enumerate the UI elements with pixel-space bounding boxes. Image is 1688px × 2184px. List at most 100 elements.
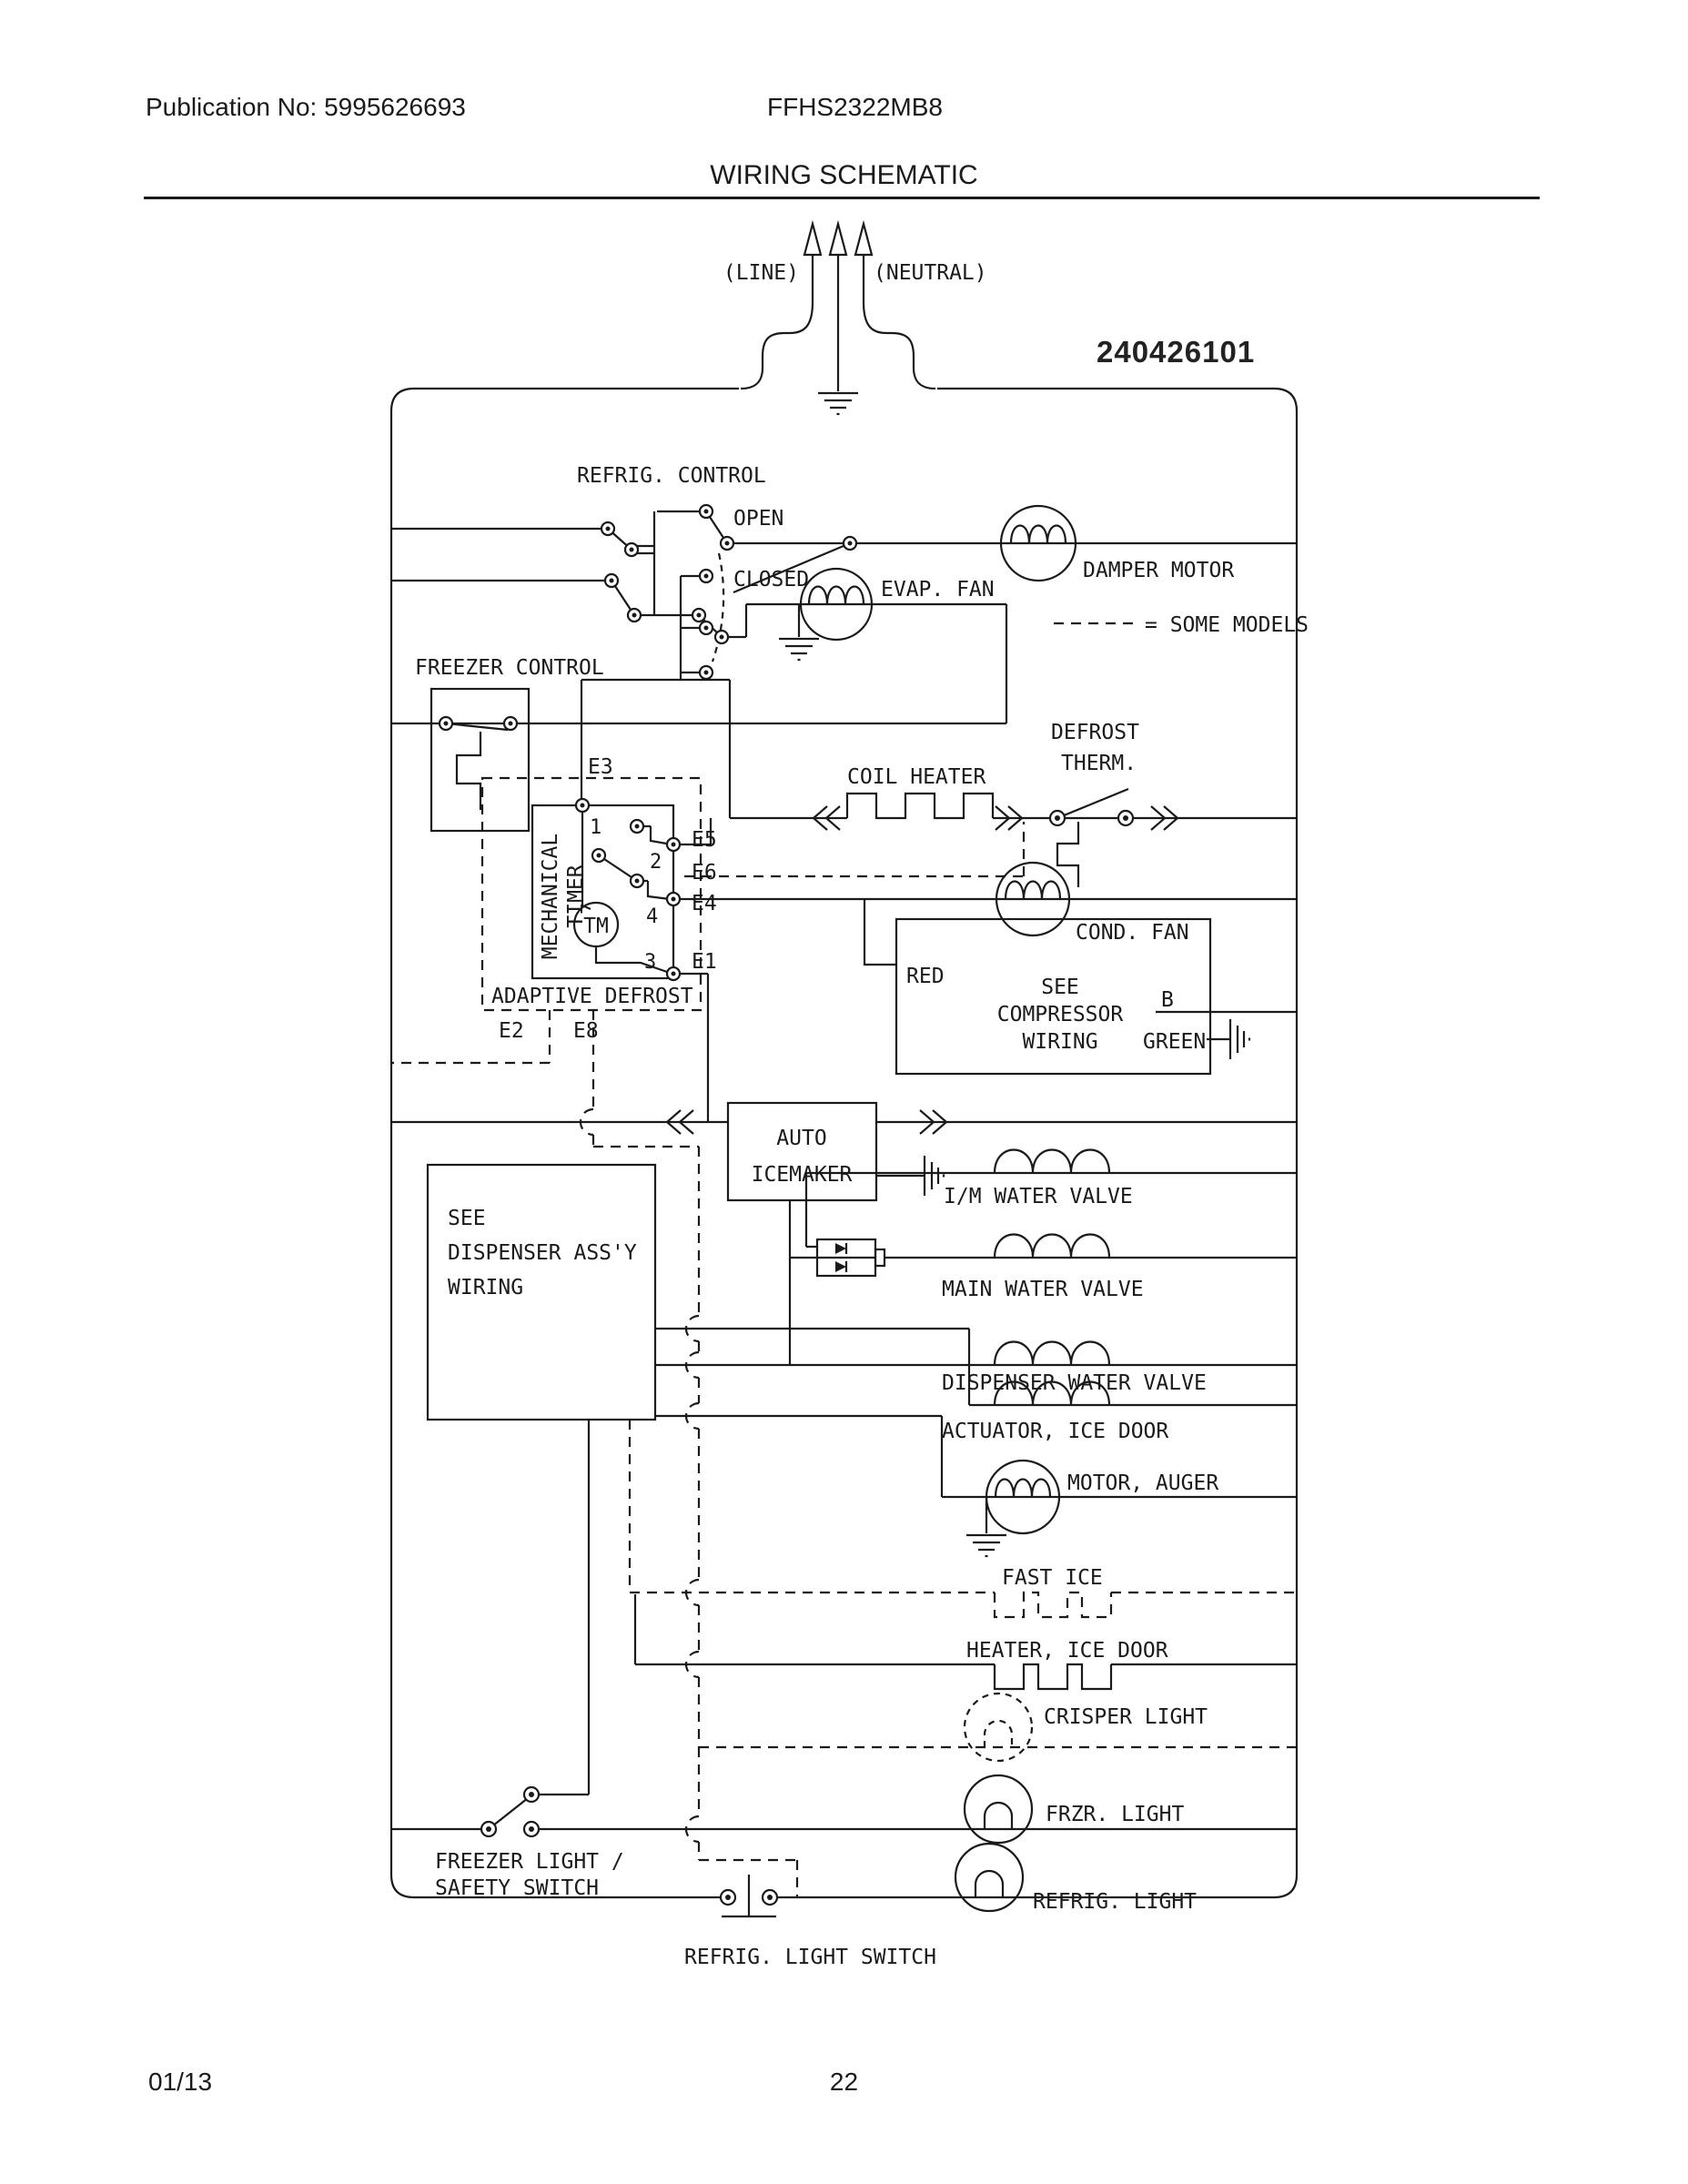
auto-icemaker: AUTO ICEMAKER <box>391 1101 1297 1202</box>
page-title: WIRING SCHEMATIC <box>710 160 978 190</box>
open-label: OPEN <box>733 507 783 531</box>
b-wire-label: B <box>1161 988 1174 1012</box>
dispenser-water-valve: DISPENSER WATER VALVE <box>942 1340 1207 1395</box>
refrig-control-label: REFRIG. CONTROL <box>577 464 766 488</box>
crisper-light: CRISPER LIGHT <box>699 1692 1297 1763</box>
auto-icemaker-label-2: ICEMAKER <box>752 1163 853 1187</box>
dispenser-label-2: DISPENSER ASS'Y <box>448 1241 637 1265</box>
im-water-valve-label: I/M WATER VALVE <box>944 1185 1133 1208</box>
terminal-1-label: 1 <box>590 816 601 839</box>
evap-fan-label: EVAP. FAN <box>881 578 995 602</box>
compressor-wiring-box: RED SEE COMPRESSOR WIRING B GREEN <box>863 899 1297 1076</box>
timer-terminals <box>574 797 682 982</box>
diode-pack <box>788 1200 886 1365</box>
green-wire-label: GREEN <box>1143 1030 1206 1054</box>
line-label: (LINE) <box>723 261 799 285</box>
line-prong-icon <box>803 219 823 302</box>
refrig-light-switch-terminals <box>719 1888 779 1906</box>
ground-prong-icon <box>828 219 848 391</box>
earth-ground-icon <box>818 391 858 416</box>
auto-icemaker-label-1: AUTO <box>776 1127 826 1150</box>
fast-ice-element-icon <box>993 1591 1113 1619</box>
coil-heater: COIL HEATER <box>730 765 1297 831</box>
timer-label: TIMER <box>564 864 588 927</box>
neutral-prong-icon <box>854 219 874 302</box>
e5-label: E5 <box>692 828 717 852</box>
freezer-light-safety-label-1: FREEZER LIGHT / <box>435 1850 624 1874</box>
terminal-circles <box>438 503 1135 1906</box>
connector-chevrons-icon <box>995 805 1024 831</box>
defrost-therm-terminals <box>1048 809 1135 827</box>
frzr-light: FRZR. LIGHT FREEZER LIGHT / SAFETY SWITC… <box>391 1774 1297 1900</box>
compressor-label-2: COMPRESSOR <box>997 1003 1124 1026</box>
auger-motor: MOTOR, AUGER <box>942 1459 1297 1558</box>
heater-ice-door-label: HEATER, ICE DOOR <box>966 1639 1168 1663</box>
freezer-control-terminals <box>438 715 519 732</box>
fast-ice-label: FAST ICE <box>1002 1566 1103 1590</box>
coil-icon <box>1004 880 1062 900</box>
mechanical-label: MECHANICAL <box>539 834 562 959</box>
coil-icon <box>993 1380 1111 1406</box>
refrig-light-switch-label: REFRIG. LIGHT SWITCH <box>684 1946 936 1969</box>
model-number: FFHS2322MB8 <box>767 93 943 121</box>
actuator-ice-door: ACTUATOR, ICE DOOR <box>942 1380 1297 1443</box>
heater-ice-door-element-icon <box>993 1663 1113 1691</box>
red-wire-label: RED <box>906 965 945 988</box>
thermostat-icon <box>455 732 482 810</box>
heater-element-icon <box>845 792 995 820</box>
lamp-icon <box>974 1869 1005 1897</box>
terminal-4-label: 4 <box>646 905 658 928</box>
connector-chevrons-icon <box>919 1109 948 1135</box>
damper-motor-label: DAMPER MOTOR <box>1083 559 1234 582</box>
frzr-light-label: FRZR. LIGHT <box>1046 1803 1184 1826</box>
plunger-icon <box>722 1875 776 1918</box>
terminal-3-label: 3 <box>644 951 656 974</box>
coil-icon <box>807 585 865 605</box>
closed-label: CLOSED <box>733 568 809 592</box>
refrig-light-switch: REFRIG. LIGHT SWITCH <box>684 1875 936 1969</box>
e3-label: E3 <box>588 755 613 779</box>
diagram-part-number: 240426101 <box>1097 335 1256 369</box>
actuator-ice-door-label: ACTUATOR, ICE DOOR <box>942 1420 1168 1443</box>
lamp-icon <box>983 1719 1014 1747</box>
tm-label: TM <box>583 915 609 938</box>
thermostat-icon <box>1056 822 1080 887</box>
connector-chevrons-icon <box>1150 805 1179 831</box>
compressor-label-3: WIRING <box>1022 1030 1097 1054</box>
dispenser-label-1: SEE <box>448 1207 486 1230</box>
some-models-dashed-wires <box>391 1010 799 1897</box>
defrost-thermostat: DEFROST THERM. <box>684 721 1179 887</box>
coil-icon <box>993 1233 1111 1259</box>
main-water-valve: MAIN WATER VALVE <box>884 1233 1297 1301</box>
terminal-2-label: 2 <box>650 851 662 874</box>
cond-fan-label: COND. FAN <box>1076 921 1189 945</box>
crisper-light-label: CRISPER LIGHT <box>1044 1705 1208 1729</box>
defrost-therm-label-1: DEFROST <box>1051 721 1139 744</box>
defrost-therm-label-2: THERM. <box>1061 752 1137 775</box>
cond-fan: COND. FAN <box>995 861 1189 945</box>
e2-label: E2 <box>499 1019 524 1043</box>
dispenser-assy-box: SEE DISPENSER ASS'Y WIRING <box>426 1163 1297 1795</box>
e1-label: E1 <box>692 950 717 974</box>
freezer-control-label: FREEZER CONTROL <box>415 656 604 680</box>
refrig-light: REFRIG. LIGHT <box>954 1842 1197 1914</box>
publication-number: Publication No: 5995626693 <box>146 93 466 121</box>
footer-page-number: 22 <box>829 2068 859 2096</box>
motor-auger-label: MOTOR, AUGER <box>1067 1471 1218 1495</box>
adaptive-defrost-label: ADAPTIVE DEFROST <box>491 985 693 1008</box>
power-plug: (LINE) (NEUTRAL) <box>723 219 987 416</box>
connector-chevrons-icon <box>665 1109 694 1135</box>
control-link-wires <box>580 678 732 818</box>
evap-fan: EVAP. FAN <box>746 567 1008 723</box>
legend-some-models: = SOME MODELS <box>1054 613 1309 637</box>
connector-chevrons-icon <box>812 805 841 831</box>
refrig-light-label: REFRIG. LIGHT <box>1033 1890 1197 1914</box>
chassis-ground-icon <box>923 1156 945 1196</box>
title-rule <box>144 197 1540 199</box>
e4-label: E4 <box>692 892 717 915</box>
damper-motor: DAMPER MOTOR <box>999 504 1234 582</box>
im-water-valve: I/M WATER VALVE <box>804 1148 1297 1249</box>
freezer-control: FREEZER CONTROL <box>391 656 1006 833</box>
coil-icon <box>993 1148 1111 1174</box>
